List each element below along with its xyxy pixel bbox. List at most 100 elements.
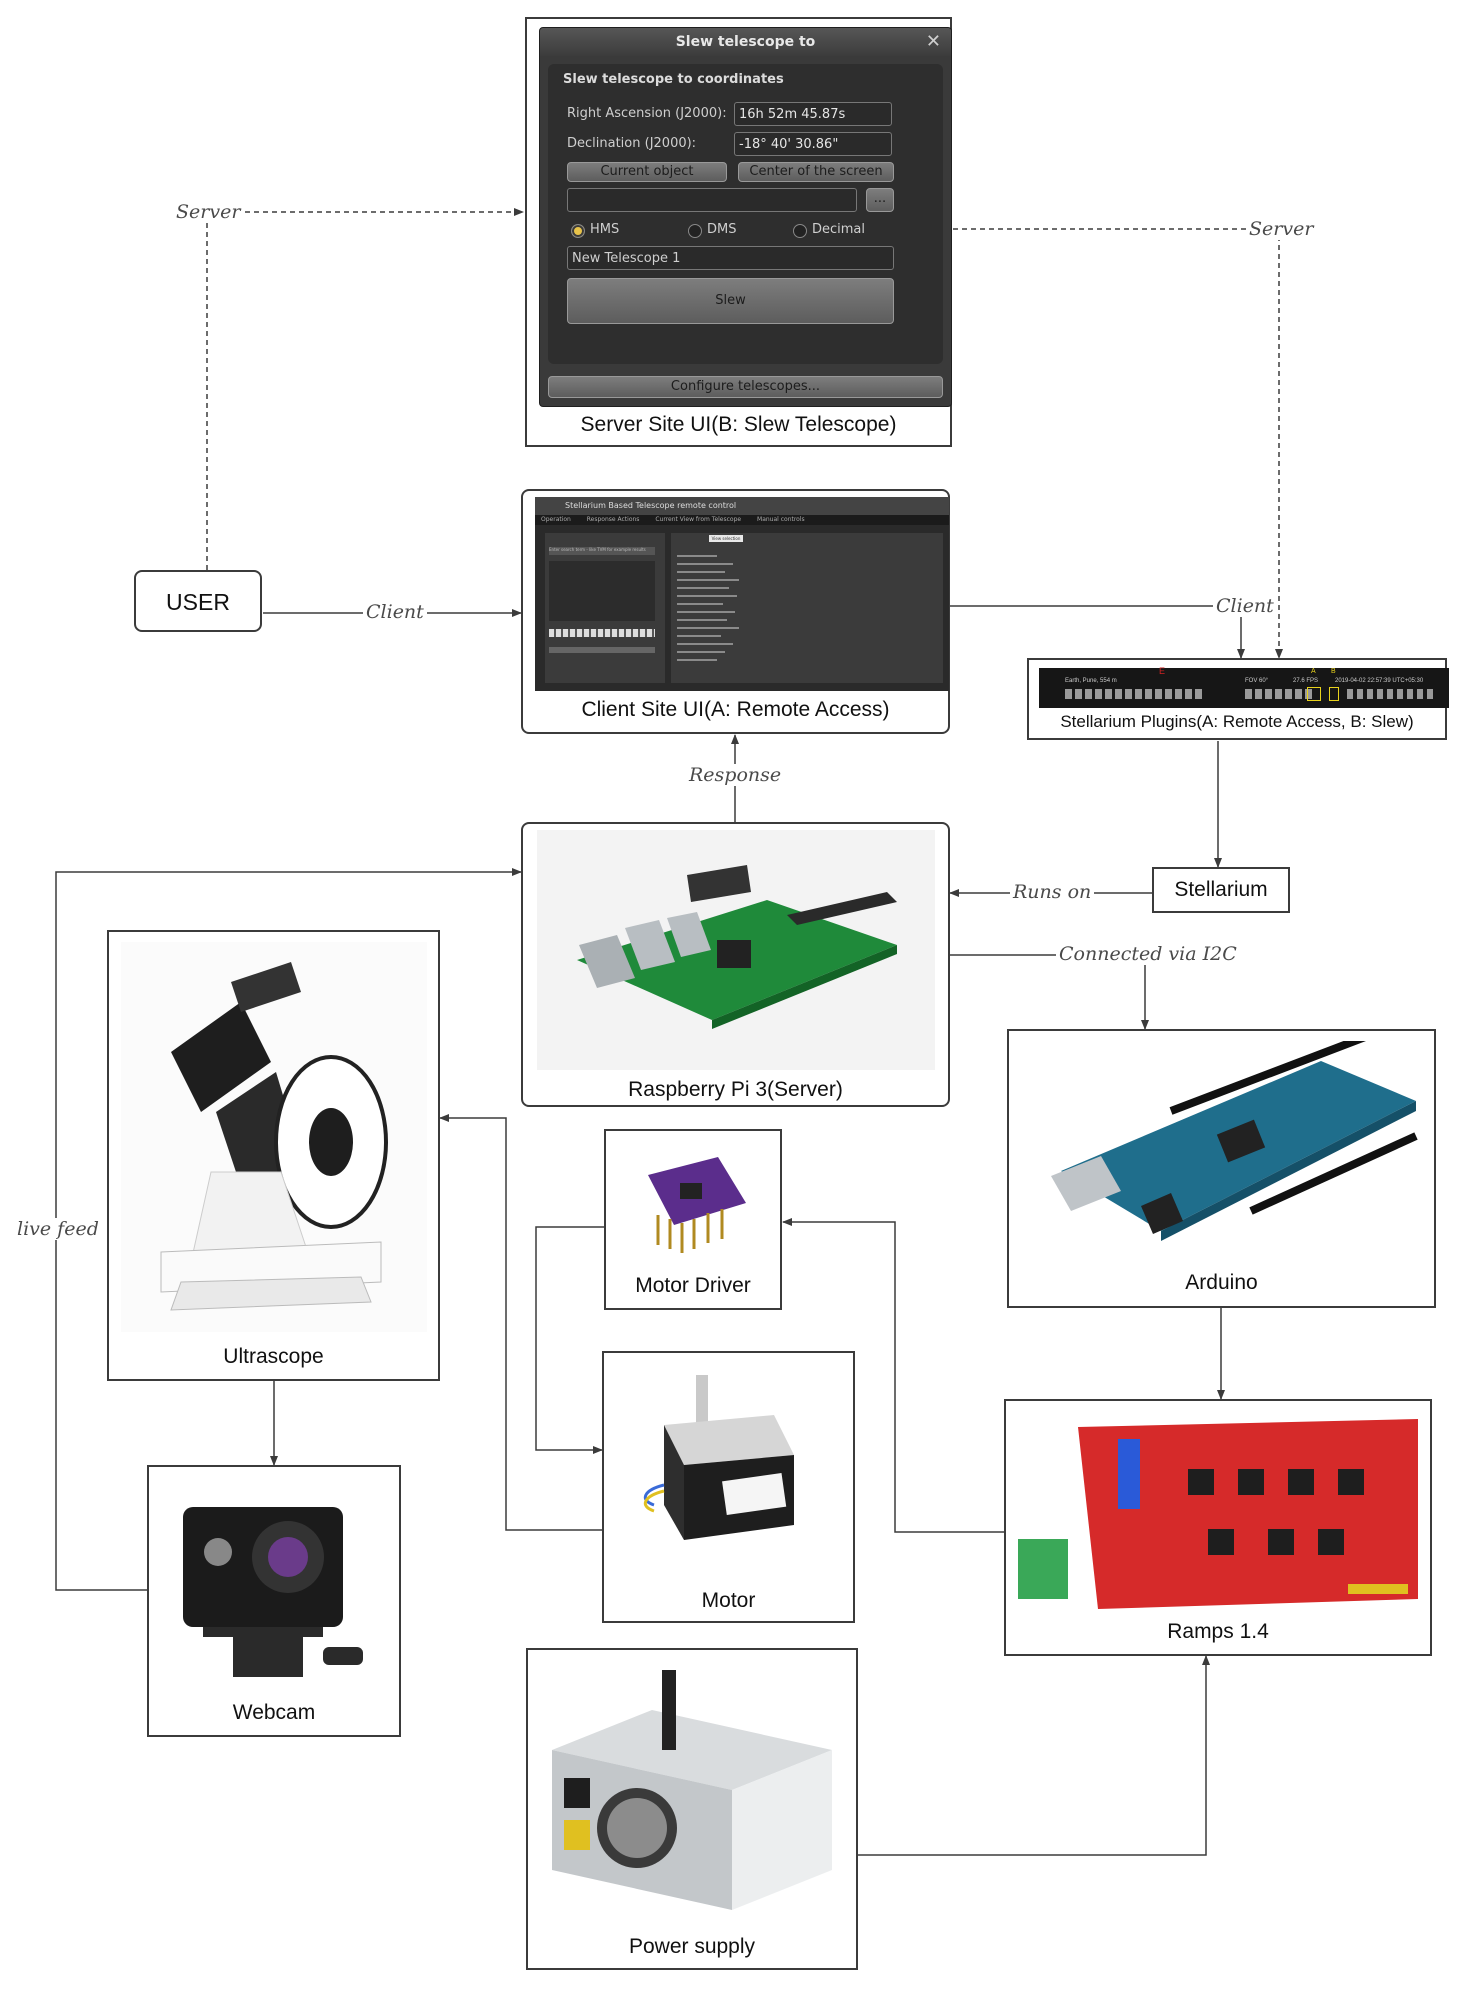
dec-input[interactable]: -18° 40' 30.86" xyxy=(734,132,892,156)
edge-server-plugins xyxy=(953,228,1283,659)
power-supply-image xyxy=(542,1660,844,1920)
client-keypad[interactable] xyxy=(549,629,655,637)
location-text: Earth, Pune, 554 m xyxy=(1065,678,1117,684)
node-stellarium: Stellarium xyxy=(1152,867,1290,913)
ra-label: Right Ascension (J2000): xyxy=(567,106,727,121)
tab-current-view[interactable]: Current View from Telescope xyxy=(655,516,742,523)
info-line xyxy=(677,579,739,581)
label-client-left: Client xyxy=(363,601,427,623)
marker-a: A xyxy=(1311,668,1316,675)
info-line xyxy=(677,627,739,629)
node-arduino: Arduino xyxy=(1007,1029,1436,1308)
label-server-right: Server xyxy=(1246,218,1317,240)
server-ui-label: Server Site UI(B: Slew Telescope) xyxy=(580,413,897,436)
ra-input[interactable]: 16h 52m 45.87s xyxy=(734,102,892,126)
center-screen-button[interactable]: Center of the screen xyxy=(738,162,894,182)
ultrascope-label: Ultrascope xyxy=(223,1345,324,1368)
current-object-button[interactable]: Current object xyxy=(567,162,727,182)
edge-i2c xyxy=(950,954,1149,1030)
edge-power-ramps xyxy=(858,1655,1210,1856)
info-line xyxy=(677,611,735,613)
webcam-image xyxy=(163,1477,387,1687)
label-client-right: Client xyxy=(1213,595,1277,617)
slew-button[interactable]: Slew xyxy=(567,278,894,324)
dialog-body: Slew telescope to coordinates Right Asce… xyxy=(548,64,943,364)
client-results-list xyxy=(549,561,655,621)
slew-plugin-icon[interactable] xyxy=(1329,687,1339,701)
client-app-tabs: Operation Response Actions Current View … xyxy=(535,515,949,525)
node-plugins: E Earth, Pune, 554 m FOV 60° 27.6 FPS 20… xyxy=(1027,658,1449,740)
radio-dms-icon[interactable] xyxy=(688,224,702,238)
motor-driver-label: Motor Driver xyxy=(635,1274,751,1297)
ultrascope-image xyxy=(121,942,427,1332)
edge-user-server xyxy=(206,208,524,570)
client-center-button[interactable] xyxy=(549,647,655,653)
edge-client-plugins xyxy=(950,605,1245,659)
label-runs-on: Runs on xyxy=(1010,881,1095,903)
tab-response-actions[interactable]: Response Actions xyxy=(586,516,640,523)
motor-driver-image xyxy=(628,1145,762,1265)
arduino-label: Arduino xyxy=(1185,1271,1258,1294)
plugins-label: Stellarium Plugins(A: Remote Access, B: … xyxy=(1060,712,1414,731)
toolbar-icons-right[interactable] xyxy=(1347,689,1437,699)
ramps-label: Ramps 1.4 xyxy=(1167,1620,1269,1643)
client-right-pane: View selection xyxy=(671,533,943,683)
motor-label: Motor xyxy=(701,1589,756,1612)
node-user: USER xyxy=(134,570,262,632)
node-motor-driver: Motor Driver xyxy=(604,1129,782,1310)
client-app-title: Stellarium Based Telescope remote contro… xyxy=(535,497,949,515)
motor-image xyxy=(624,1365,836,1575)
configure-telescopes-button[interactable]: Configure telescopes... xyxy=(548,376,943,398)
stellarium-label: Stellarium xyxy=(1174,878,1268,901)
toolbar-icons-left[interactable] xyxy=(1065,689,1205,699)
client-app-window: Stellarium Based Telescope remote contro… xyxy=(535,497,949,691)
info-line xyxy=(677,563,733,565)
label-server-left: Server xyxy=(173,201,244,223)
info-line xyxy=(677,571,725,573)
label-live-feed: live feed xyxy=(14,1218,102,1240)
arduino-image xyxy=(1021,1041,1424,1261)
marker-b: B xyxy=(1331,668,1336,675)
power-label: Power supply xyxy=(628,1935,756,1958)
more-button[interactable]: ... xyxy=(866,188,894,212)
client-search-input[interactable]: Enter search term - like TVM for example… xyxy=(549,547,655,555)
dialog-title: Slew telescope to xyxy=(675,34,816,50)
edge-motor-ultrascope xyxy=(439,1114,602,1531)
edge-ramps-driver xyxy=(782,1218,1004,1533)
close-icon[interactable]: ✕ xyxy=(925,31,941,52)
node-webcam: Webcam xyxy=(147,1465,401,1737)
info-line xyxy=(677,619,727,621)
telescope-select[interactable]: New Telescope 1 xyxy=(567,246,894,270)
fov-text: FOV 60° xyxy=(1245,678,1269,684)
ramps-image xyxy=(1018,1409,1422,1615)
compass-label: E xyxy=(1159,666,1166,676)
radio-decimal-icon[interactable] xyxy=(793,224,807,238)
remote-access-plugin-icon[interactable] xyxy=(1307,687,1321,701)
object-select[interactable] xyxy=(567,188,857,212)
tab-manual-controls[interactable]: Manual controls xyxy=(757,516,805,523)
webcam-label: Webcam xyxy=(232,1701,316,1724)
toolbar-icons-mid[interactable] xyxy=(1245,689,1315,699)
radio-decimal-label: Decimal xyxy=(812,222,866,237)
info-line xyxy=(677,587,729,589)
datetime-text: 2019-04-02 22:57:39 UTC+05:30 xyxy=(1335,678,1424,684)
client-view-selection-button[interactable]: View selection xyxy=(709,535,743,542)
info-line xyxy=(677,635,721,637)
tab-operation[interactable]: Operation xyxy=(541,516,571,523)
slew-dialog: Slew telescope to ✕ Slew telescope to co… xyxy=(539,27,952,407)
node-ultrascope: Ultrascope xyxy=(107,930,440,1381)
info-line xyxy=(677,595,737,597)
dialog-title-bar: Slew telescope to ✕ xyxy=(540,28,951,56)
node-ramps: Ramps 1.4 xyxy=(1004,1399,1432,1656)
node-power: Power supply xyxy=(526,1648,858,1970)
info-line xyxy=(677,555,717,557)
client-left-pane: Enter search term - like TVM for example… xyxy=(545,533,665,683)
edge-driver-motor xyxy=(535,1226,604,1454)
node-server-ui: Slew telescope to ✕ Slew telescope to co… xyxy=(525,17,952,447)
radio-hms-icon[interactable] xyxy=(571,224,585,238)
label-response: Response xyxy=(686,764,785,786)
fps-text: 27.6 FPS xyxy=(1293,678,1319,684)
node-client-ui: Stellarium Based Telescope remote contro… xyxy=(521,489,950,734)
label-i2c: Connected via I2C xyxy=(1056,943,1240,965)
info-line xyxy=(677,643,733,645)
